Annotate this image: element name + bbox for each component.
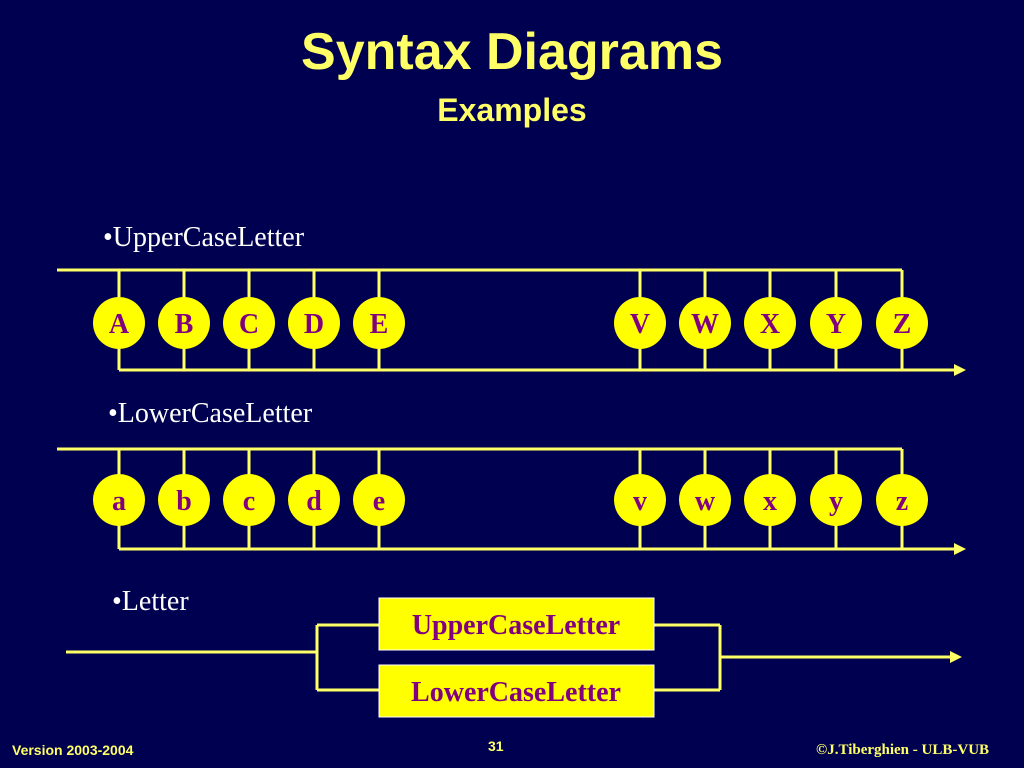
letter-node-label: V (630, 309, 650, 340)
letter-node-label: x (763, 486, 777, 517)
lower-arrow (954, 543, 966, 555)
letter-node-label: d (306, 486, 322, 517)
letter-node-label: E (370, 309, 389, 340)
letter-node-label: z (896, 486, 908, 517)
letter-node (876, 297, 928, 349)
lower-diagram-label: •LowerCaseLetter (108, 398, 313, 429)
letter-node (876, 474, 928, 526)
letter-node-label: w (695, 486, 716, 517)
letter-node (810, 474, 862, 526)
letter-node-label: v (633, 486, 647, 517)
letter-node-label: D (304, 309, 324, 340)
letter-node (93, 474, 145, 526)
letter-node (679, 297, 731, 349)
letter-node (353, 297, 405, 349)
upper-diagram-label: •UpperCaseLetter (103, 222, 305, 253)
letter-node-label: X (760, 309, 780, 340)
footer-page-number: 31 (488, 738, 504, 754)
option-box-label: LowerCaseLetter (411, 677, 621, 708)
letter-node (614, 474, 666, 526)
letter-node-label: c (243, 486, 255, 517)
letter-node-label: Z (893, 309, 912, 340)
letter-node-label: a (112, 486, 126, 517)
slide-subtitle: Examples (437, 92, 587, 128)
letter-node-label: e (373, 486, 385, 517)
letter-node (93, 297, 145, 349)
letter-node-label: B (175, 309, 194, 340)
letter-node (288, 474, 340, 526)
letter-node (744, 297, 796, 349)
slide-title: Syntax Diagrams (301, 23, 723, 81)
letter-node (744, 474, 796, 526)
option-box (378, 664, 655, 718)
option-box-label: UpperCaseLetter (412, 610, 620, 641)
footer-version: Version 2003-2004 (12, 742, 134, 758)
letter-node-label: A (109, 309, 130, 340)
letter-node (223, 297, 275, 349)
upper-arrow (954, 364, 966, 376)
letter-node-label: b (176, 486, 192, 517)
letter-node (810, 297, 862, 349)
footer-copyright: ©J.Tiberghien - ULB-VUB (816, 742, 990, 758)
letter-node (158, 474, 210, 526)
letter-arrow (950, 651, 962, 663)
letter-node-label: y (829, 486, 843, 517)
option-box (378, 597, 655, 651)
letter-node (223, 474, 275, 526)
letter-node (288, 297, 340, 349)
letter-node-label: Y (826, 309, 846, 340)
letter-node-label: C (239, 309, 259, 340)
letter-node (353, 474, 405, 526)
letter-diagram-label: •Letter (112, 586, 189, 617)
letter-node (158, 297, 210, 349)
letter-node (679, 474, 731, 526)
letter-node-label: W (691, 309, 719, 340)
letter-node (614, 297, 666, 349)
